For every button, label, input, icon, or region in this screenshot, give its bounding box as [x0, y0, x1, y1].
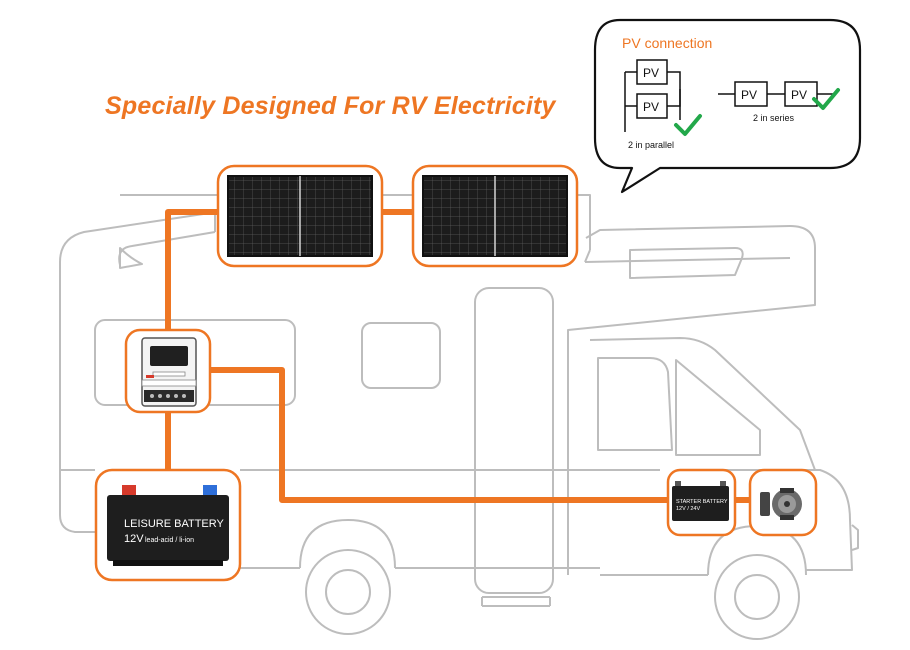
wire-controller-to-starter — [210, 367, 668, 503]
pv-module-label: PV — [791, 88, 807, 102]
pv-module-label: PV — [741, 88, 757, 102]
battery-icon — [672, 481, 729, 521]
leisure-battery-chemistry: lead-acid / li-ion — [145, 537, 194, 544]
series-caption: 2 in series — [753, 113, 795, 123]
charge-controller-icon — [141, 337, 197, 407]
charge-controller — [124, 328, 212, 414]
rear-wheel — [305, 549, 391, 635]
alternator-icon — [760, 488, 802, 520]
starter-battery-voltage: 12V / 24V — [676, 506, 700, 512]
wire-panel-to-controller — [165, 209, 218, 330]
series-diagram — [718, 81, 836, 107]
leisure-battery-voltage: 12V — [124, 533, 144, 545]
front-wheel — [714, 554, 800, 640]
leisure-battery-title: LEISURE BATTERY — [124, 518, 225, 530]
pv-connection-heading: PV connection — [622, 35, 712, 51]
pv-connection-callout: PV connection PV PV 2 in parallel PV PV … — [593, 18, 862, 194]
rv-outline — [59, 194, 859, 607]
battery-icon — [107, 485, 229, 566]
parallel-caption: 2 in parallel — [628, 140, 674, 150]
parallel-diagram — [624, 59, 681, 132]
solar-panel-left — [216, 164, 384, 268]
solar-panel-icon — [422, 175, 568, 257]
checkmark-icon — [812, 88, 840, 110]
solar-panel-right — [411, 164, 579, 268]
solar-panel-icon — [227, 175, 373, 257]
starter-battery-title: STARTER BATTERY — [676, 499, 728, 505]
checkmark-icon — [674, 114, 702, 136]
pv-module-label: PV — [643, 100, 659, 114]
page-title: Specially Designed For RV Electricity — [105, 92, 556, 120]
wiring — [165, 209, 750, 503]
alternator — [748, 468, 818, 537]
leisure-battery: LEISURE BATTERY 12V lead-acid / li-ion — [94, 468, 242, 582]
starter-battery: STARTER BATTERY 12V / 24V — [666, 468, 737, 537]
pv-module-label: PV — [643, 66, 659, 80]
